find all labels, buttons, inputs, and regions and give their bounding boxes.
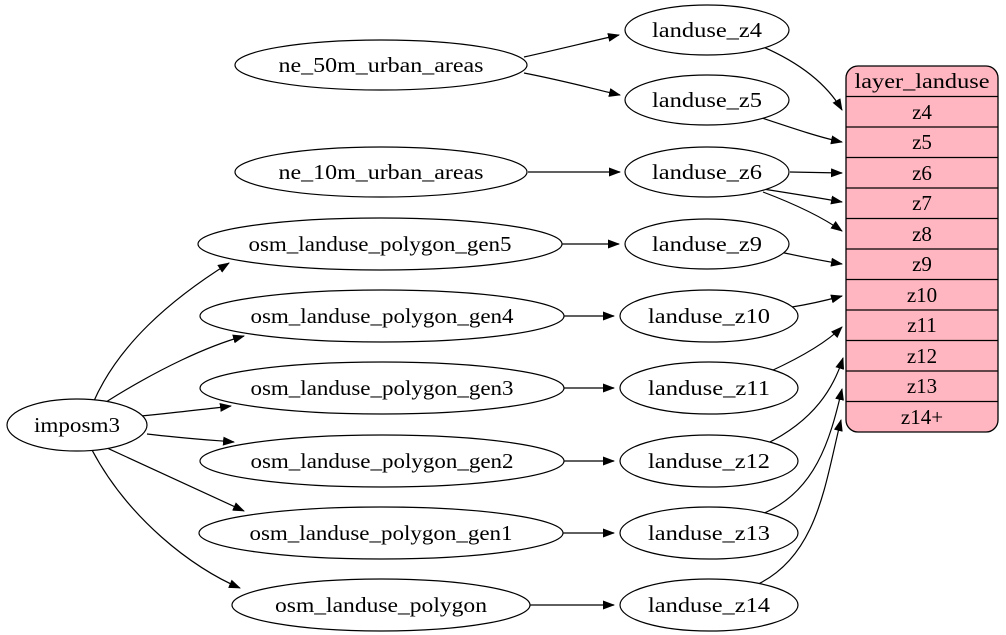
- node-landuse_z9-label: landuse_z9: [652, 232, 762, 256]
- table-row-z4: z4: [912, 100, 932, 124]
- edge-imposm3--osm_landuse_polygon_gen3: [140, 402, 232, 417]
- edge-landuse_z10--row-z10: [791, 294, 843, 308]
- node-landuse_z10-label: landuse_z10: [648, 304, 770, 328]
- table-row-z10: z10: [907, 283, 937, 307]
- node-osm_landuse_polygon_gen3: osm_landuse_polygon_gen3: [199, 361, 565, 415]
- table-row-z13: z13: [907, 374, 937, 398]
- node-landuse_z12: landuse_z12: [619, 434, 799, 488]
- node-ne_10m_urban_areas: ne_10m_urban_areas: [234, 146, 528, 198]
- node-landuse_z4-shape: [624, 4, 790, 56]
- node-landuse_z4-label: landuse_z4: [652, 18, 763, 42]
- node-ne_50m_urban_areas: ne_50m_urban_areas: [234, 39, 528, 91]
- node-osm_landuse_polygon_gen4-shape: [199, 289, 565, 343]
- layer_landuse-title: layer_landuse: [855, 69, 990, 93]
- node-osm_landuse_polygon_gen4: osm_landuse_polygon_gen4: [199, 289, 565, 343]
- node-landuse_z9: landuse_z9: [624, 218, 790, 270]
- node-landuse_z6-label: landuse_z6: [652, 160, 762, 184]
- node-osm_landuse_polygon_gen3-shape: [199, 361, 565, 415]
- node-osm_landuse_polygon-label: osm_landuse_polygon: [275, 593, 488, 617]
- node-osm_landuse_polygon-shape: [231, 578, 531, 632]
- node-osm_landuse_polygon_gen4-label: osm_landuse_polygon_gen4: [251, 304, 515, 328]
- node-osm_landuse_polygon_gen2: osm_landuse_polygon_gen2: [199, 434, 565, 488]
- edge-ne_50m_urban_areas--landuse_z5: [523, 72, 621, 97]
- edge-landuse_z14--row-z14plus: [753, 419, 843, 587]
- table-row-z9: z9: [912, 252, 932, 276]
- node-osm_landuse_polygon_gen2-label: osm_landuse_polygon_gen2: [251, 449, 514, 473]
- edge-landuse_z6--row-z6: [789, 168, 843, 178]
- node-osm_landuse_polygon_gen5-label: osm_landuse_polygon_gen5: [249, 232, 512, 256]
- node-landuse_z10: landuse_z10: [619, 289, 799, 343]
- edge-landuse_z12--row-z12: [765, 357, 845, 445]
- node-landuse_z11: landuse_z11: [619, 361, 799, 415]
- edge-imposm3--osm_landuse_polygon_gen2: [146, 433, 235, 446]
- node-landuse_z5: landuse_z5: [624, 74, 790, 126]
- edge-ne_50m_urban_areas--landuse_z4: [523, 33, 620, 58]
- node-osm_landuse_polygon_gen1-label: osm_landuse_polygon_gen1: [250, 521, 513, 545]
- edge-imposm3--osm_landuse_polygon_gen4: [105, 334, 245, 403]
- edge-landuse_z6--row-z8: [762, 191, 843, 232]
- edges-layer: [91, 33, 845, 610]
- node-osm_landuse_polygon_gen1: osm_landuse_polygon_gen1: [198, 506, 564, 560]
- nodes-layer: imposm3 ne_50m_urban_areas ne_10m_urban_…: [6, 4, 799, 632]
- node-landuse_z5-label: landuse_z5: [652, 88, 762, 112]
- node-layer_landuse: layer_landuse z4 z5 z6 z7 z8 z9 z10 z11 …: [845, 65, 999, 433]
- node-ne_10m_urban_areas-label: ne_10m_urban_areas: [279, 160, 484, 184]
- node-osm_landuse_polygon_gen1-shape: [198, 506, 564, 560]
- table-row-z11: z11: [907, 313, 937, 337]
- node-landuse_z11-shape: [619, 361, 799, 415]
- node-landuse_z6: landuse_z6: [624, 146, 790, 198]
- node-landuse_z11-label: landuse_z11: [648, 376, 770, 400]
- node-landuse_z4: landuse_z4: [624, 4, 790, 56]
- edge-landuse_z6--row-z7: [762, 188, 843, 205]
- node-landuse_z13-shape: [619, 506, 799, 560]
- edge-imposm3--osm_landuse_polygon: [91, 449, 241, 589]
- node-imposm3-shape: [6, 398, 148, 452]
- node-imposm3: imposm3: [6, 398, 148, 452]
- table-row-z5: z5: [912, 130, 932, 154]
- node-landuse_z13-label: landuse_z13: [648, 521, 770, 545]
- node-osm_landuse_polygon_gen3-label: osm_landuse_polygon_gen3: [251, 376, 514, 400]
- edge-landuse_z5--row-z5: [758, 116, 843, 145]
- table-row-z12: z12: [907, 344, 937, 368]
- node-osm_landuse_polygon: osm_landuse_polygon: [231, 578, 531, 632]
- edge-landuse_z4--row-z4: [760, 45, 843, 111]
- table-row-z14plus: z14+: [901, 405, 943, 429]
- node-landuse_z12-shape: [619, 434, 799, 488]
- edge-landuse_z9--row-z9: [779, 251, 843, 267]
- table-row-z6: z6: [912, 161, 932, 185]
- node-landuse_z13: landuse_z13: [619, 506, 799, 560]
- node-ne_50m_urban_areas-shape: [234, 39, 528, 91]
- node-landuse_z6-shape: [624, 146, 790, 198]
- edge-imposm3--osm_landuse_polygon_gen1: [106, 447, 245, 512]
- edge-landuse_z11--row-z11: [770, 326, 843, 372]
- node-osm_landuse_polygon_gen5-shape: [197, 217, 563, 271]
- node-landuse_z5-shape: [624, 74, 790, 126]
- node-landuse_z14: landuse_z14: [619, 578, 799, 632]
- node-imposm3-label: imposm3: [34, 413, 120, 437]
- edge-landuse_z13--row-z13: [761, 388, 844, 515]
- node-ne_50m_urban_areas-label: ne_50m_urban_areas: [279, 53, 484, 77]
- node-landuse_z9-shape: [624, 218, 790, 270]
- node-landuse_z14-shape: [619, 578, 799, 632]
- node-landuse_z10-shape: [619, 289, 799, 343]
- node-ne_10m_urban_areas-shape: [234, 146, 528, 198]
- table-row-z8: z8: [912, 222, 932, 246]
- node-landuse_z12-label: landuse_z12: [648, 449, 770, 473]
- node-osm_landuse_polygon_gen5: osm_landuse_polygon_gen5: [197, 217, 563, 271]
- node-osm_landuse_polygon_gen2-shape: [199, 434, 565, 488]
- table-row-z7: z7: [912, 191, 932, 215]
- node-landuse_z14-label: landuse_z14: [648, 593, 771, 617]
- edge-imposm3--osm_landuse_polygon_gen5: [92, 262, 230, 404]
